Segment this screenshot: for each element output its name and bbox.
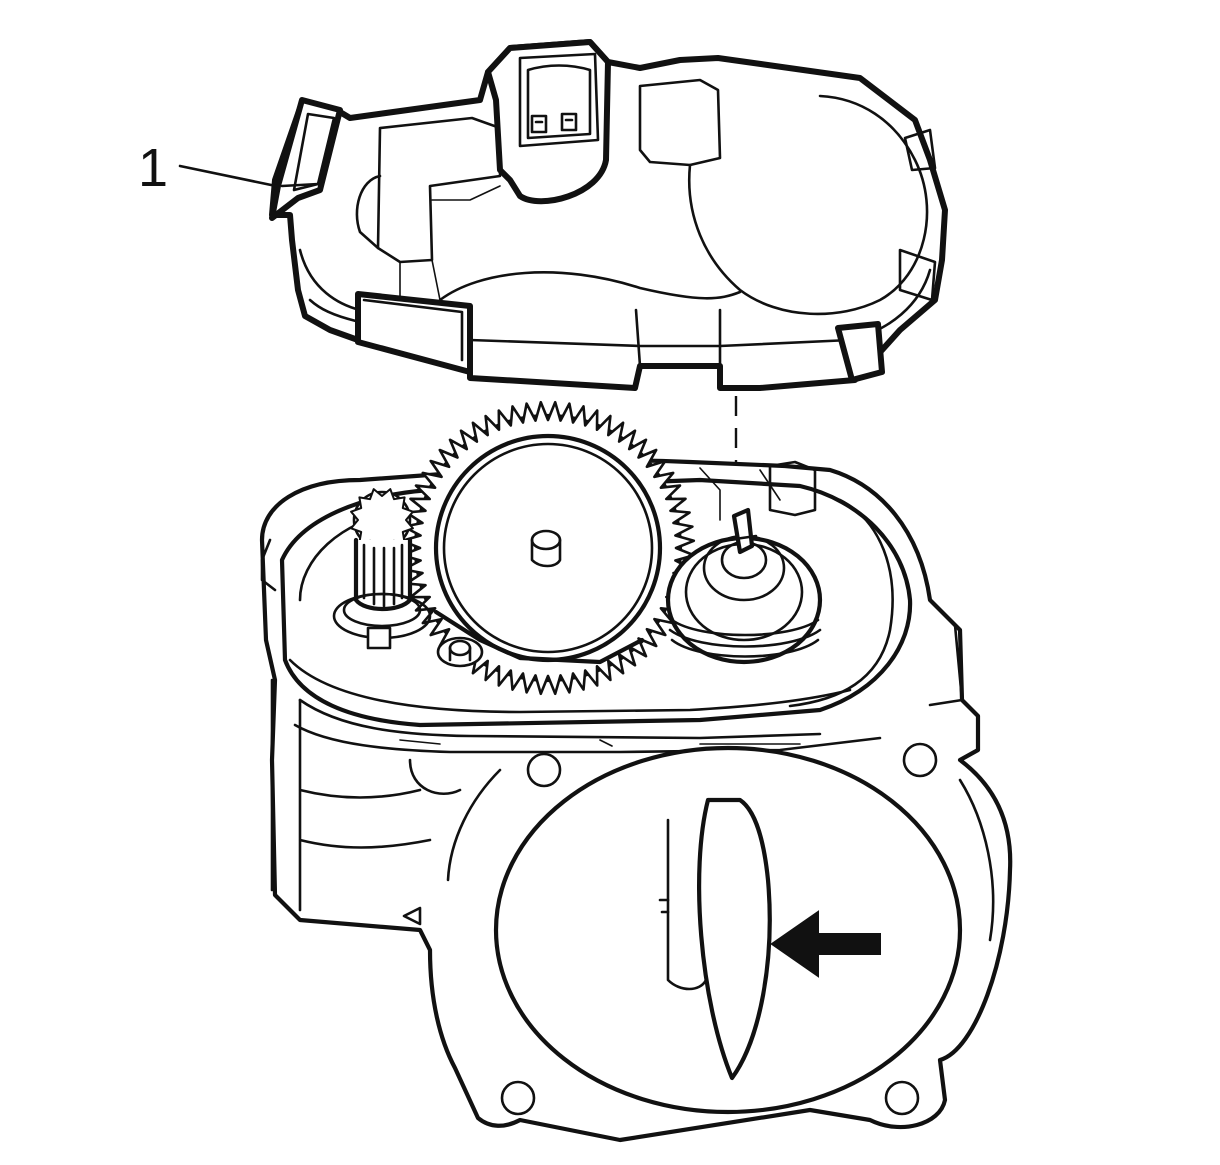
callout-number-1: 1 — [138, 138, 168, 198]
arrow-left-icon — [770, 910, 881, 978]
throttle-gear — [400, 400, 696, 696]
cover-retaining-tab — [269, 97, 343, 221]
callout-1: 1 — [138, 138, 278, 198]
callout-leader-line — [178, 164, 278, 188]
mounting-holes — [500, 742, 938, 1116]
idler-post — [366, 626, 484, 668]
electrical-connector — [485, 39, 611, 205]
triangle-marker-icon — [402, 906, 422, 926]
throttle-bore — [446, 745, 995, 1115]
throttle-shaft-spring-hub — [665, 507, 823, 665]
motor-pinion-gear — [332, 488, 432, 640]
gear-cover — [269, 39, 948, 391]
